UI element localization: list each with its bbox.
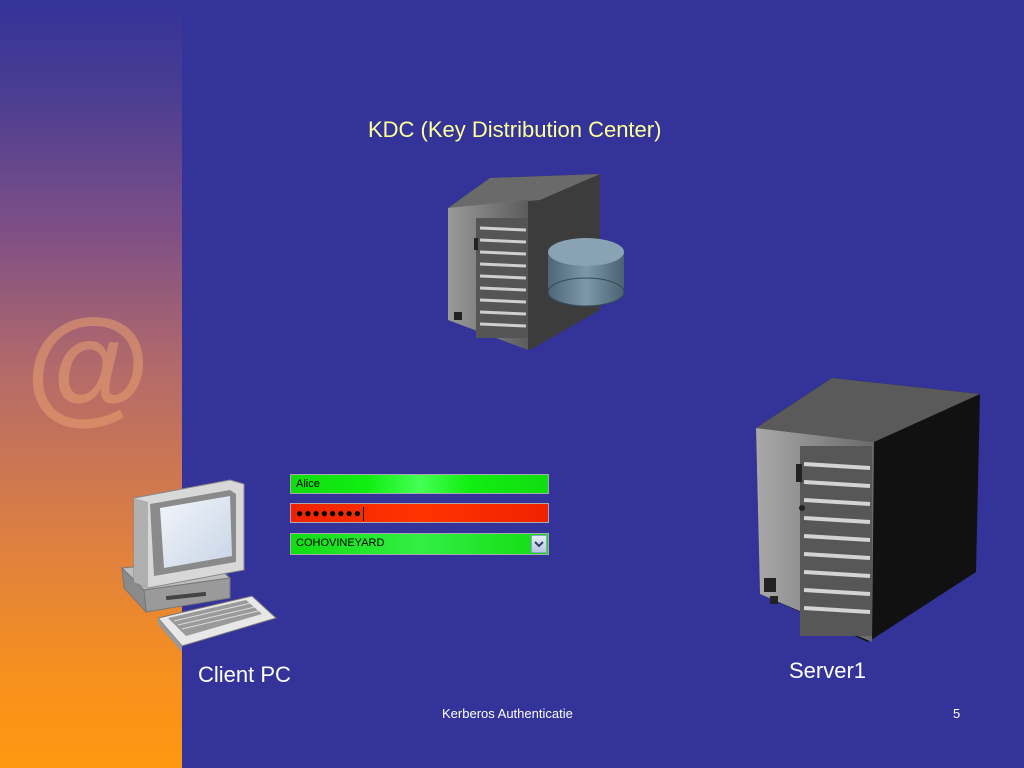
text-caret: [362, 506, 364, 521]
footer-text: Kerberos Authenticatie: [442, 706, 573, 721]
svg-text:@: @: [28, 300, 148, 430]
page-number: 5: [953, 706, 961, 721]
server1-label: Server1: [789, 658, 867, 683]
client-pc-icon: [120, 479, 277, 652]
password-value: ●●●●●●●●: [296, 506, 362, 520]
at-sign-icon: @: [28, 300, 148, 430]
domain-value: COHOVINEYARD: [296, 537, 385, 549]
kdc-title: KDC (Key Distribution Center): [368, 117, 662, 142]
password-field[interactable]: ●●●●●●●●: [290, 503, 549, 523]
domain-select[interactable]: COHOVINEYARD: [290, 533, 549, 555]
chevron-down-icon: [534, 541, 544, 548]
username-field[interactable]: Alice: [290, 474, 549, 494]
dropdown-button[interactable]: [531, 535, 547, 553]
kdc-server-icon: [448, 174, 625, 350]
sidebar-gradient: @: [0, 0, 182, 768]
client-pc-label: Client PC: [198, 662, 291, 687]
server1-icon: [756, 378, 980, 642]
username-value: Alice: [296, 478, 320, 490]
